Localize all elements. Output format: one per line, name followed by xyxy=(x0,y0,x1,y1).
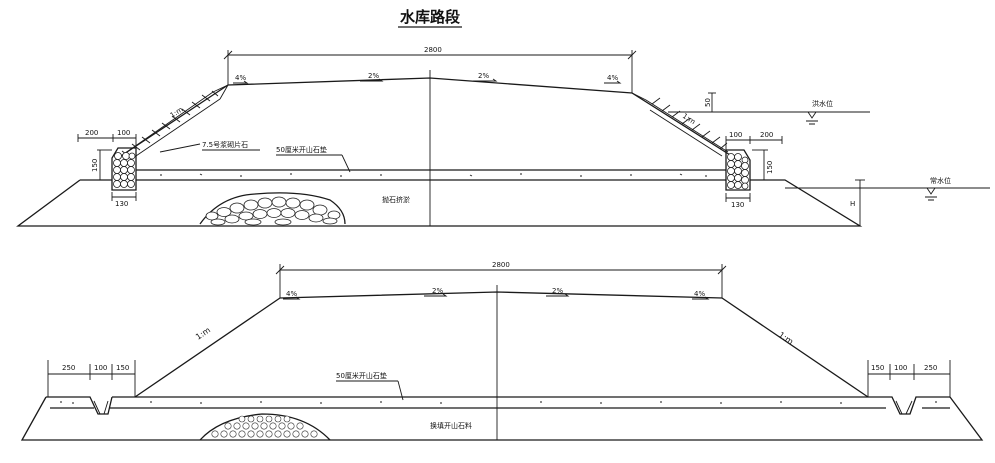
top-right-dimensions: 100 200 150 130 xyxy=(725,131,783,209)
bottom-right-dimensions: 150 100 250 xyxy=(867,360,951,397)
bottom-left-dimensions: 250 100 150 xyxy=(47,360,136,397)
top-slope-left-inner: 2% xyxy=(368,72,379,80)
bottom-right-ditch xyxy=(882,396,950,415)
top-left-riprap xyxy=(117,84,229,161)
top-slope-left-outer: 4% xyxy=(235,74,246,82)
bottom-side-slope-left: 1:m xyxy=(194,325,212,341)
top-riprap-fill-pile xyxy=(199,192,346,226)
top-slope-arrow-2 xyxy=(360,78,384,82)
top-dim-130-right: 130 xyxy=(731,201,744,209)
bottom-slope-arrow-4 xyxy=(692,296,710,300)
top-fill-label: 抛石挤淤 xyxy=(382,195,410,204)
top-right-toe-block xyxy=(725,149,751,191)
high-water-label: 洪水位 xyxy=(812,99,833,108)
bottom-fill-label: 换填开山石料 xyxy=(430,421,472,430)
top-slope-arrow-4 xyxy=(604,80,622,84)
bottom-dim-100-right: 100 xyxy=(894,364,907,372)
top-width-label: 2800 xyxy=(424,46,442,54)
normal-water-label: 常水位 xyxy=(930,176,951,185)
top-width-dimension: 2800 xyxy=(223,46,637,93)
bottom-width-dimension: 2800 xyxy=(275,261,727,298)
bottom-dim-150-right: 150 xyxy=(871,364,884,372)
top-dim-150-right: 150 xyxy=(766,161,774,174)
top-slope-right-outer: 4% xyxy=(607,74,618,82)
top-stone-layer-speckle xyxy=(160,173,707,177)
top-stone-layer xyxy=(136,169,726,181)
h-label: H xyxy=(850,200,855,208)
top-dim-130-left: 130 xyxy=(115,200,128,208)
bottom-slope-arrow-3 xyxy=(546,293,570,297)
top-slope-right-inner: 2% xyxy=(478,72,489,80)
top-dim-50-right: 50 xyxy=(704,98,712,107)
bottom-side-slope-right: 1:m xyxy=(777,330,795,346)
top-layer-leader xyxy=(341,154,351,173)
drawing-title: 水库路段 xyxy=(400,8,460,26)
bottom-slope-arrow-1 xyxy=(283,296,301,300)
top-layer-label: 50厘米开山石垫 xyxy=(276,145,327,154)
top-right-riprap-hatch xyxy=(651,97,728,150)
top-dim-100-left: 100 xyxy=(117,129,130,137)
bottom-slope-left-inner: 2% xyxy=(432,287,443,295)
bottom-dim-150-left: 150 xyxy=(116,364,129,372)
bottom-slope-arrow-2 xyxy=(424,293,448,297)
bottom-ground-trapezoid xyxy=(20,396,984,441)
bottom-stone-layer xyxy=(50,396,950,409)
top-left-toe-block xyxy=(111,147,137,191)
top-dim-100-right: 100 xyxy=(729,131,742,139)
top-riprap-label: 7.5号浆砌片石 xyxy=(202,140,248,149)
bottom-dim-250-left: 250 xyxy=(62,364,75,372)
bottom-layer-leader xyxy=(397,380,404,401)
bottom-layer-label: 50厘米开山石垫 xyxy=(336,371,387,380)
bottom-slope-right-inner: 2% xyxy=(552,287,563,295)
bottom-slope-left-outer: 4% xyxy=(286,290,297,298)
top-right-riprap xyxy=(631,92,729,157)
top-slope-arrow-3 xyxy=(473,78,498,82)
bottom-gravel-pile xyxy=(199,413,331,441)
bottom-left-ditch xyxy=(46,396,113,415)
bottom-width-label: 2800 xyxy=(492,261,510,269)
top-water-levels: 50 洪水位 常水位 H xyxy=(668,92,990,226)
top-section: 2800 xyxy=(16,46,990,227)
bottom-dim-250-right: 250 xyxy=(924,364,937,372)
top-dim-150-left: 150 xyxy=(91,159,99,172)
top-slope-arrow-1 xyxy=(233,80,249,84)
top-left-dimensions: 200 100 150 130 xyxy=(77,129,137,208)
top-riprap-leader xyxy=(159,143,201,153)
bottom-slope-right-outer: 4% xyxy=(694,290,705,298)
top-dim-200-right: 200 xyxy=(760,131,773,139)
bottom-embankment-outline xyxy=(134,291,869,398)
top-dim-200-left: 200 xyxy=(85,129,98,137)
bottom-dim-100-left: 100 xyxy=(94,364,107,372)
bottom-section: 2800 xyxy=(20,261,984,441)
bottom-stone-layer-speckle xyxy=(60,401,937,404)
